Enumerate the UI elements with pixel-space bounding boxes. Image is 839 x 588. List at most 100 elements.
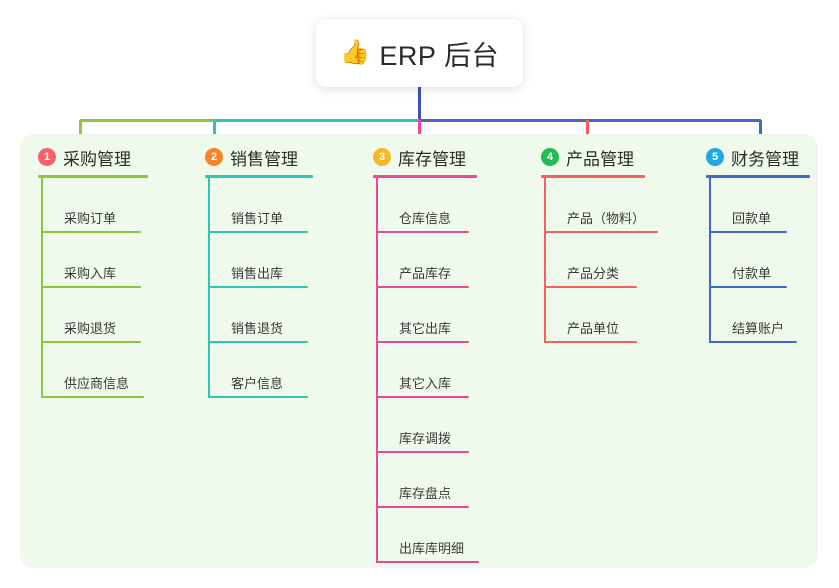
- list-item[interactable]: 结算账户: [706, 288, 810, 343]
- list-item[interactable]: 客户信息: [205, 343, 313, 398]
- leaf-label: 采购入库: [64, 266, 117, 281]
- branch-underline-4: [541, 175, 645, 178]
- leaf-rule: [376, 341, 469, 343]
- leaf-label: 出库库明细: [399, 541, 465, 556]
- branch-underline-2: [205, 175, 313, 178]
- list-item[interactable]: 销售订单: [205, 178, 313, 233]
- leaf-rule: [41, 231, 141, 233]
- leaf-rule: [208, 286, 308, 288]
- leaf-rule: [41, 286, 141, 288]
- branch-column-purchasing: 1 采购管理 采购订单 采购入库 采购退货 供应商信息: [38, 144, 148, 398]
- list-item[interactable]: 付款单: [706, 233, 810, 288]
- leaf-rule: [376, 506, 469, 508]
- list-item[interactable]: 采购入库: [38, 233, 148, 288]
- branch-badge-2: 2: [205, 148, 223, 166]
- leaf-label: 付款单: [732, 266, 772, 281]
- leaf-label: 产品单位: [567, 321, 620, 336]
- branch-spine-1: [41, 178, 43, 398]
- branch-items-2: 销售订单 销售出库 销售退货 客户信息: [205, 178, 313, 398]
- list-item[interactable]: 产品单位: [541, 288, 645, 343]
- leaf-label: 销售出库: [231, 266, 284, 281]
- branch-header-3[interactable]: 3 库存管理: [373, 144, 477, 170]
- thumbs-up-icon: 👍: [340, 39, 371, 66]
- list-item[interactable]: 回款单: [706, 178, 810, 233]
- branch-column-product: 4 产品管理 产品（物料） 产品分类 产品单位: [541, 144, 658, 343]
- branch-header-4[interactable]: 4 产品管理: [541, 144, 645, 170]
- leaf-label: 产品库存: [399, 266, 452, 281]
- branch-badge-5: 5: [706, 148, 724, 166]
- leaf-label: 其它出库: [399, 321, 452, 336]
- leaf-label: 供应商信息: [64, 376, 130, 391]
- branch-title-5: 财务管理: [731, 149, 799, 169]
- leaf-label: 库存盘点: [399, 486, 452, 501]
- leaf-label: 产品分类: [567, 266, 620, 281]
- leaf-label: 库存调拨: [399, 431, 452, 446]
- branch-underline-3: [373, 175, 477, 178]
- root-node-card[interactable]: 👍 ERP 后台: [316, 19, 523, 87]
- list-item[interactable]: 仓库信息: [373, 178, 477, 233]
- root-node-title: 👍 ERP 后台: [340, 34, 499, 73]
- leaf-rule: [41, 341, 141, 343]
- branch-items-1: 采购订单 采购入库 采购退货 供应商信息: [38, 178, 148, 398]
- list-item[interactable]: 产品（物料）: [541, 178, 658, 233]
- list-item[interactable]: 其它入库: [373, 343, 477, 398]
- branch-badge-3: 3: [373, 148, 391, 166]
- leaf-rule: [709, 231, 787, 233]
- branch-header-2[interactable]: 2 销售管理: [205, 144, 313, 170]
- list-item[interactable]: 库存调拨: [373, 398, 477, 453]
- leaf-rule: [208, 231, 308, 233]
- branch-items-4: 产品（物料） 产品分类 产品单位: [541, 178, 658, 343]
- list-item[interactable]: 销售出库: [205, 233, 313, 288]
- leaf-label: 销售订单: [231, 211, 284, 226]
- list-item[interactable]: 销售退货: [205, 288, 313, 343]
- list-item[interactable]: 供应商信息: [38, 343, 148, 398]
- branches-panel: [20, 134, 818, 568]
- leaf-label: 客户信息: [231, 376, 284, 391]
- branch-header-5[interactable]: 5 财务管理: [706, 144, 810, 170]
- branch-underline-5: [706, 175, 810, 178]
- branch-items-5: 回款单 付款单 结算账户: [706, 178, 810, 343]
- branch-spine-5: [709, 178, 711, 343]
- leaf-rule: [709, 341, 797, 343]
- leaf-rule: [376, 286, 469, 288]
- leaf-label: 其它入库: [399, 376, 452, 391]
- branch-underline-1: [38, 175, 148, 178]
- leaf-rule: [544, 341, 637, 343]
- leaf-label: 回款单: [732, 211, 772, 226]
- leaf-rule: [709, 286, 787, 288]
- leaf-rule: [544, 286, 637, 288]
- branch-column-sales: 2 销售管理 销售订单 销售出库 销售退货 客户信息: [205, 144, 313, 398]
- leaf-rule: [376, 231, 469, 233]
- branch-header-1[interactable]: 1 采购管理: [38, 144, 148, 170]
- list-item[interactable]: 其它出库: [373, 288, 477, 343]
- branch-column-inventory: 3 库存管理 仓库信息 产品库存 其它出库 其它入库 库存调拨: [373, 144, 479, 563]
- leaf-label: 销售退货: [231, 321, 284, 336]
- leaf-rule: [208, 341, 308, 343]
- leaf-label: 产品（物料）: [567, 211, 646, 226]
- branch-title-1: 采购管理: [63, 149, 131, 169]
- list-item[interactable]: 库存盘点: [373, 453, 477, 508]
- branch-spine-3: [376, 178, 378, 563]
- branch-title-3: 库存管理: [398, 149, 466, 169]
- root-title-text: ERP 后台: [379, 40, 499, 71]
- list-item[interactable]: 采购退货: [38, 288, 148, 343]
- leaf-rule: [41, 396, 144, 398]
- branch-badge-1: 1: [38, 148, 56, 166]
- branch-badge-4: 4: [541, 148, 559, 166]
- leaf-label: 仓库信息: [399, 211, 452, 226]
- leaf-label: 采购退货: [64, 321, 117, 336]
- branch-title-4: 产品管理: [566, 149, 634, 169]
- leaf-rule: [376, 561, 479, 563]
- list-item[interactable]: 产品分类: [541, 233, 645, 288]
- leaf-rule: [376, 396, 469, 398]
- list-item[interactable]: 出库库明细: [373, 508, 479, 563]
- leaf-label: 结算账户: [732, 321, 785, 336]
- list-item[interactable]: 产品库存: [373, 233, 477, 288]
- branch-spine-2: [208, 178, 210, 398]
- leaf-rule: [544, 231, 658, 233]
- leaf-rule: [208, 396, 308, 398]
- list-item[interactable]: 采购订单: [38, 178, 148, 233]
- branch-column-finance: 5 财务管理 回款单 付款单 结算账户: [706, 144, 810, 343]
- branch-items-3: 仓库信息 产品库存 其它出库 其它入库 库存调拨 库存盘点: [373, 178, 479, 563]
